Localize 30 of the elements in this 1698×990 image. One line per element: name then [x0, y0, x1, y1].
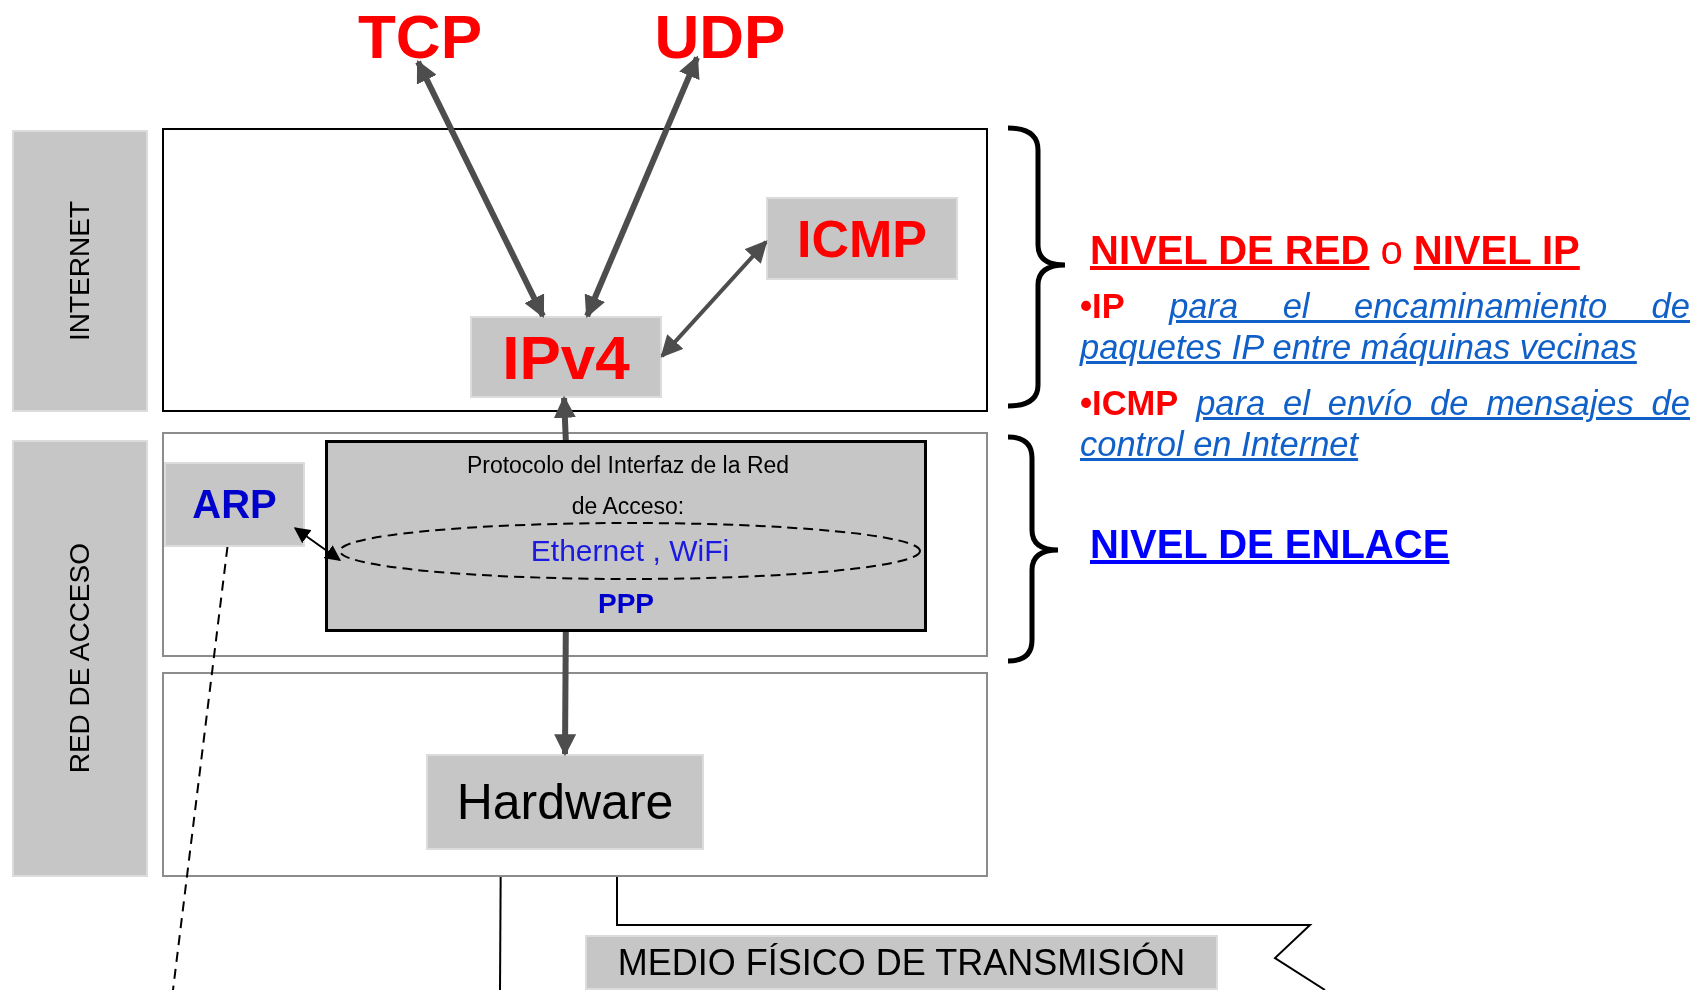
protocol-label: PPP — [597, 588, 655, 620]
connector-line — [499, 876, 502, 990]
layer-name: RED DE ACCESO — [64, 543, 96, 774]
protocol-box: IPv4 — [470, 316, 662, 398]
protocol-description: •ICMP para el envío de mensajes de control en Internet — [1080, 383, 1690, 466]
dashed-line — [172, 546, 229, 990]
layer-name: INTERNET — [64, 201, 96, 341]
layer-frame — [162, 128, 988, 412]
hardware-box: Hardware — [426, 754, 704, 850]
medium-box: MEDIO FÍSICO DE TRANSMISIÓN — [585, 935, 1218, 990]
arrow — [554, 631, 577, 757]
layer-band — [12, 130, 148, 412]
level-heading: NIVEL DE ENLACE — [1090, 522, 1451, 567]
protocol-label: TCP — [350, 0, 490, 72]
protocol-description: •IP para el encaminamiento de paquetes IP entre máquinas vecinas — [1080, 286, 1690, 369]
interface-box — [325, 440, 927, 632]
arrow — [660, 240, 768, 358]
layer-frame — [162, 432, 988, 657]
layer-band — [12, 440, 148, 877]
level-heading: NIVEL DE RED o NIVEL IP — [1090, 228, 1581, 273]
arrow — [293, 527, 342, 561]
protocol-label: UDP — [645, 0, 795, 72]
interface-title: Protocolo del Interfaz de la Red de Acceso: — [465, 451, 791, 521]
arrow — [415, 59, 546, 318]
protocol-box: ARP — [164, 462, 305, 547]
protocol-label: Ethernet , WiFi — [530, 534, 730, 568]
arrow — [584, 55, 700, 318]
protocol-box: ICMP — [766, 197, 958, 280]
arrow — [553, 395, 576, 441]
layer-frame — [162, 672, 988, 877]
